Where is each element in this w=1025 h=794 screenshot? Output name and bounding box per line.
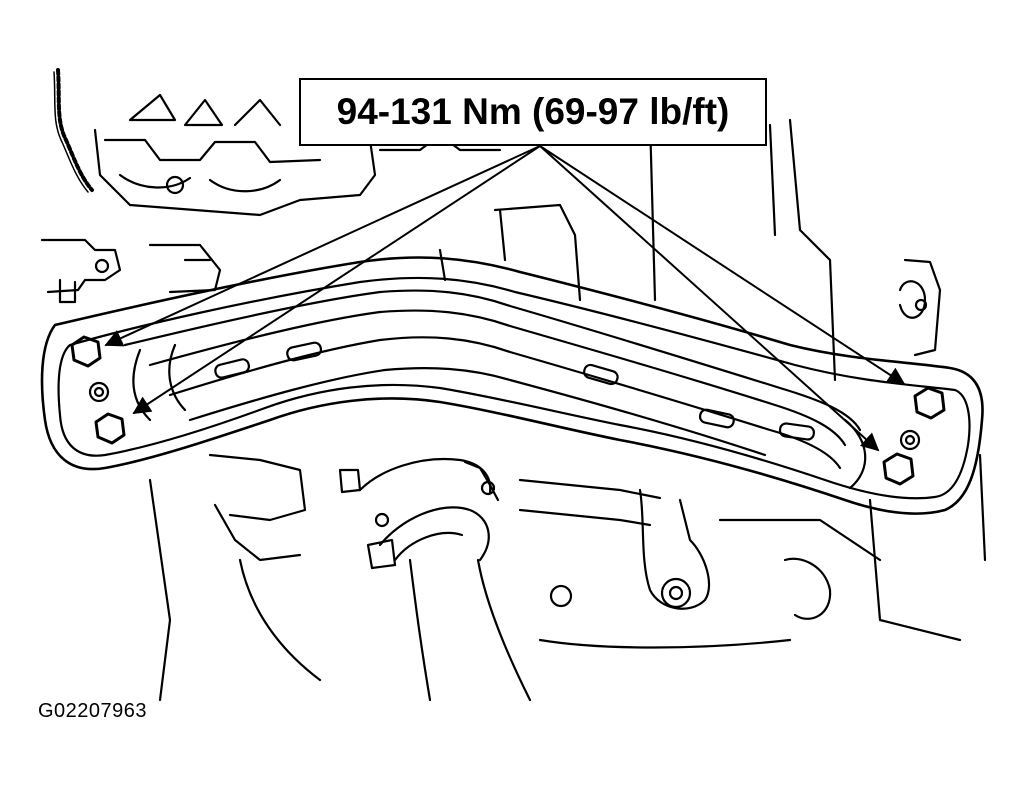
leader-line-bolt-left-lower [132, 145, 541, 414]
bolt-left-upper [70, 335, 102, 368]
body-rail-right [648, 118, 987, 642]
washer-right [899, 429, 921, 451]
exhaust-pipe [358, 458, 532, 702]
exhaust-clamp [338, 460, 500, 570]
center-bracket [438, 203, 582, 302]
lower-housing [148, 453, 882, 702]
figure-id-label: G02207963 [38, 700, 148, 722]
wiring-harness [53, 68, 94, 193]
torque-leader-lines [104, 145, 906, 452]
sensor-fitting-left [40, 238, 222, 304]
torque-spec-text: 94-131 Nm (69-97 lb/ft) [336, 91, 730, 132]
bolt-right-upper [913, 386, 946, 420]
bolt-left-lower [94, 412, 126, 445]
washer-left [88, 381, 110, 403]
torque-spec-callout: 94-131 Nm (69-97 lb/ft) [299, 78, 767, 146]
engine-housing-upper [93, 93, 502, 217]
bolt-right-lower [882, 452, 915, 486]
leader-line-bolt-right-upper [539, 145, 906, 385]
rear-crossmember [40, 256, 984, 515]
lower-control-link [518, 478, 710, 610]
leader-line-bolt-right-lower [539, 145, 880, 452]
leader-line-bolt-left-upper [104, 145, 541, 347]
